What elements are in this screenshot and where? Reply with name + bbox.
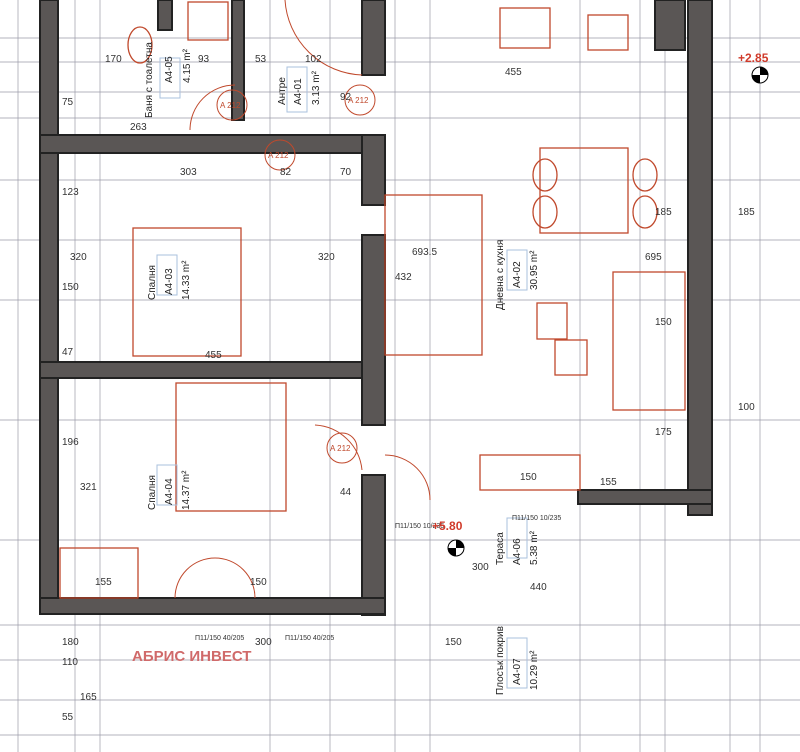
window-tag: П11/150 40/205 [285,635,334,642]
door-tag: A 212 [348,96,369,105]
dimension: 180 [62,637,79,648]
dimension: 321 [80,482,97,493]
dimension: 440 [530,582,547,593]
dimension: 320 [318,252,335,263]
room-label-hall: Антре A4-01 3.13 m² [277,70,322,105]
dimension: 695 [645,252,662,263]
level-terrace: +5.80 [432,519,463,533]
room-code: A4-03 [164,268,175,295]
level-markers [447,66,769,557]
room-area: 14.33 m² [181,260,192,300]
room-area: 30.95 m² [529,250,540,290]
dimension: 123 [62,187,79,198]
dimension: 55 [62,712,74,723]
door-tag: A 212 [220,101,241,110]
door-tags: A 212 A 212 A 212 A 212 [216,84,376,464]
room-label-living: Дневна с кухня A4-02 30.95 m² [495,240,540,310]
dimension: 303 [180,167,197,178]
room-name: Дневна с кухня [495,240,506,310]
room-code: A4-04 [164,478,175,505]
room-label-roof: Плосък покрив A4-07 10.29 m² [495,626,540,695]
dimension: 110 [62,657,78,668]
dimension: 100 [738,402,755,413]
dimension: 320 [70,252,87,263]
dimension: 263 [130,122,147,133]
room-area: 14.37 m² [181,470,192,510]
dimension: 150 [520,472,537,483]
dimension: 44 [340,487,352,498]
room-code: A4-02 [512,261,523,288]
doors [174,0,431,599]
dimension: 155 [600,477,617,488]
dimension: 92 [340,92,352,103]
dimension: 155 [95,577,112,588]
room-name: Тераса [495,532,506,565]
dimension: 53 [255,54,267,65]
room-name: Спалня [147,265,158,300]
dimension: 455 [505,67,522,78]
dimension: 150 [655,317,672,328]
dimension: 150 [62,282,79,293]
dimension: 70 [340,167,352,178]
dimension: 82 [280,167,292,178]
dimension: 185 [655,207,672,218]
room-name: Плосък покрив [495,626,506,695]
level-outside: +2.85 [738,51,769,65]
dimension: 185 [738,207,755,218]
room-name: Баня с тоалетна [144,42,155,118]
window-tags: П11/150 10/235 П11/150 10/235 П11/150 40… [195,515,561,642]
room-code: A4-05 [164,56,175,83]
room-name: Антре [277,77,288,105]
room-area: 3.13 m² [311,70,322,105]
dimension: 196 [62,437,79,448]
window-tag: П11/150 40/205 [195,635,244,642]
dimension: 693.5 [412,247,437,258]
dimension: 170 [105,54,122,65]
door-tag: A 212 [330,444,351,453]
dimension: 47 [62,347,74,358]
room-area: 4.15 m² [182,48,193,83]
dimension: 75 [62,97,74,108]
window-tag: П11/150 10/235 [395,523,444,530]
room-code: A4-01 [293,78,304,105]
dimension: 455 [205,350,222,361]
room-code: A4-06 [512,538,523,565]
dimension: 150 [250,577,267,588]
room-label-terrace: Тераса A4-06 5.38 m² [495,530,540,565]
room-label-bath: Баня с тоалетна A4-05 4.15 m² [144,42,193,118]
dimension-labels: 263 303 320 150 123 47 196 321 75 180 45… [62,54,755,723]
dimension: 300 [255,637,272,648]
window-tag: П11/150 10/235 [512,515,561,522]
room-label-bedroom-1: Спалня A4-03 14.33 m² [147,260,192,300]
room-code: A4-07 [512,658,523,685]
room-label-bedroom-2: Спалня A4-04 14.37 m² [147,470,192,510]
room-area: 10.29 m² [529,650,540,690]
furniture [59,1,686,599]
dimension: 432 [395,272,412,283]
watermark: АБРИС ИНВЕСТ [132,648,251,665]
dimension: 175 [655,427,672,438]
dimension: 165 [80,692,97,703]
dimension: 300 [472,562,489,573]
room-tag-boxes [156,57,528,689]
door-tag: A 212 [268,151,289,160]
dimension: 93 [198,54,210,65]
room-name: Спалня [147,475,158,510]
dimension: 150 [445,637,462,648]
dimension: 102 [305,54,322,65]
room-area: 5.38 m² [529,530,540,565]
